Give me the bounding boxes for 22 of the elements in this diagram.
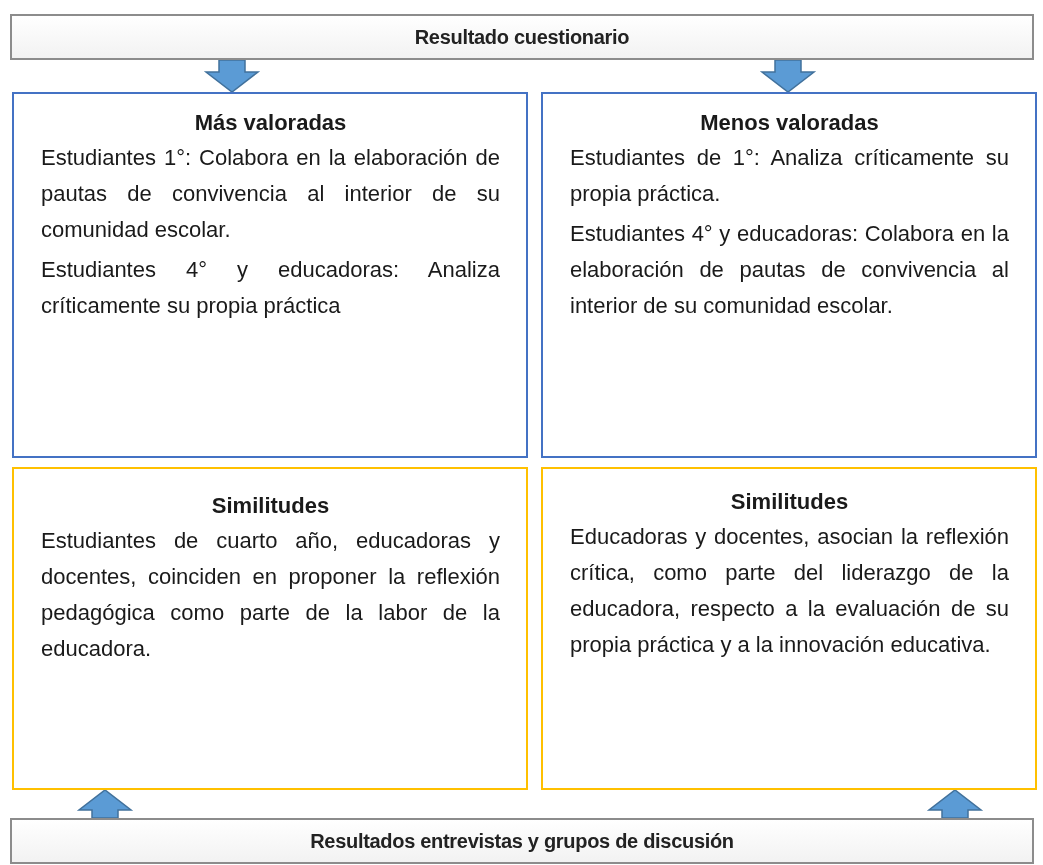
text-panel xyxy=(541,467,1037,790)
panel-text: Estudiantes 4° y educadoras: Analiza críticamente su propia práctica xyxy=(41,256,500,320)
block-arrow xyxy=(759,59,817,93)
text-panel xyxy=(12,467,528,790)
panel-text: Estudiantes de 1°: Analiza críticamente su propia práctica. xyxy=(570,144,1009,208)
panel-text: Educadoras y docentes, asocian la reflexión crítica, como parte del liderazgo de la educadora, respecto a la evaluación de su propia práctica y a la innovación educativa. xyxy=(570,523,1009,659)
panel-heading: Más valoradas xyxy=(193,110,348,136)
block-arrow xyxy=(203,59,261,93)
panel-text: Estudiantes 1°: Colabora en la elaboración de pautas de convivencia al interior de su comunidad escolar. xyxy=(41,144,500,244)
text-panel xyxy=(541,92,1037,458)
panel-heading: Similitudes xyxy=(210,493,331,519)
panel-heading: Similitudes xyxy=(729,489,850,515)
band-title: Resultado cuestionario xyxy=(414,25,630,49)
panel-heading: Menos valoradas xyxy=(699,110,880,136)
panel-text: Estudiantes 4° y educadoras: Colabora en la elaboración de pautas de convivencia al interior de su comunidad escolar. xyxy=(570,220,1009,320)
text-panel xyxy=(12,92,528,458)
panel-text: Estudiantes de cuarto año, educadoras y docentes, coinciden en proponer la reflexión pedagógica como parte de la labor de la educadora. xyxy=(41,527,500,663)
block-arrow xyxy=(926,789,984,819)
band-title: Resultados entrevistas y grupos de discusión xyxy=(310,829,734,853)
title-band xyxy=(10,14,1034,60)
title-band xyxy=(10,818,1034,864)
block-arrow xyxy=(76,789,134,819)
